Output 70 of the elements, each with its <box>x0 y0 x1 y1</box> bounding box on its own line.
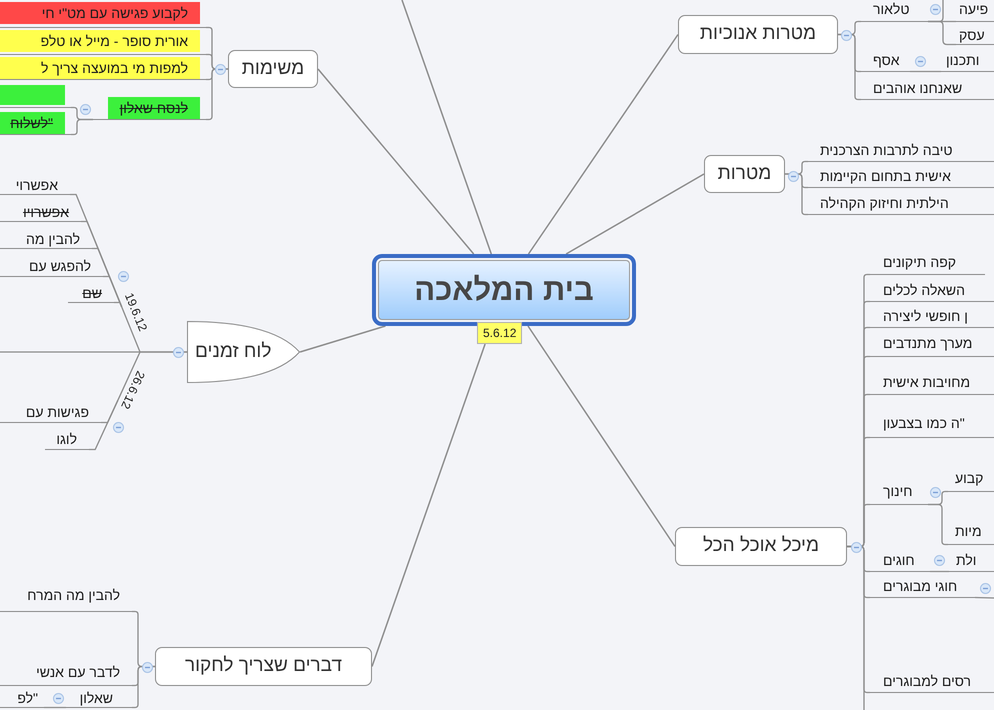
subtopic: חוגים <box>870 551 930 572</box>
subtopic: ותכנון <box>941 51 994 72</box>
subtopic: חינוך <box>870 482 928 505</box>
connector-line <box>930 570 949 572</box>
subtopic: פיעה <box>956 0 994 22</box>
subtopic: שאלון <box>66 689 132 708</box>
subtopic <box>93 97 206 120</box>
branch-line <box>401 0 492 254</box>
connector-line <box>838 34 861 100</box>
connector-line <box>974 596 994 599</box>
subtopic: השאלה לכלים <box>870 281 994 302</box>
subtopic: להבין מה המרח <box>0 586 132 612</box>
highlighted-text: אורית סופר - מייל או טלפ <box>0 30 200 52</box>
subtopic: ן חופשי ליצירה <box>870 307 994 328</box>
subtopic <box>0 85 71 108</box>
central-topic: בית המלאכה <box>372 254 636 326</box>
connector-line <box>0 351 187 353</box>
subtopic: אישית בתחום הקיימות <box>808 167 994 188</box>
subtopic: להבין מה <box>0 230 92 249</box>
subtopic: שם <box>68 284 114 303</box>
subtopic: טיבה לתרבות הצרכנית <box>808 141 994 162</box>
subtopic <box>0 2 206 28</box>
connector-line <box>132 666 155 708</box>
branch-line <box>528 34 679 254</box>
subtopic: מערך מתנדבים <box>870 334 994 357</box>
subtopic: מיות <box>948 522 994 545</box>
subtopic: רסים למבוגרים <box>870 672 994 693</box>
connector-line <box>928 0 944 22</box>
highlighted-text: לקבוע פגישה עם מט"י חי <box>0 2 200 24</box>
subtopic: טלאור <box>861 0 928 22</box>
topic-box: משימות <box>228 50 318 88</box>
topic-box: מיכל אוכל הכל <box>675 527 847 566</box>
connector-line <box>785 173 808 216</box>
highlighted-text: לנסח שאלון <box>108 97 200 119</box>
connector-line <box>114 302 122 307</box>
connector-line <box>928 504 948 546</box>
topic-box: דברים שצריך לחקור <box>155 647 372 686</box>
bullet-shaped-topic: לוח זמנים <box>187 321 300 383</box>
subtopic: הילתית וחיזוק הקהילה <box>808 194 994 215</box>
subtopic: אפשרויו <box>0 203 81 222</box>
subtopic: שאנחנו אוהבים <box>861 79 994 100</box>
highlighted-text: למפות מי במועצה צריך ל <box>0 57 200 79</box>
subtopic: לוגו <box>45 430 89 450</box>
subtopic: אפשרוי <box>0 176 70 195</box>
connector-line <box>44 706 66 708</box>
subtopic: קבוע <box>948 469 994 492</box>
subtopic: עסק <box>956 26 994 45</box>
subtopic: להפגש עם <box>0 257 103 277</box>
subtopic: פגישות עם <box>0 403 101 423</box>
topic-box: מטרות אנוכיות <box>678 15 838 54</box>
branch-line <box>566 173 704 255</box>
branch-line <box>527 326 676 547</box>
date-note: 5.6.12 <box>477 322 522 344</box>
connector-line <box>206 68 228 120</box>
branch-line <box>300 325 386 353</box>
branch-line <box>371 344 486 667</box>
subtopic: לדבר עם אנשי <box>0 663 132 686</box>
subtopic: "ה כמו בצבעון <box>870 414 994 438</box>
connector-line <box>910 70 941 72</box>
branch-line <box>317 68 474 254</box>
highlighted-text: "לשלוח <box>0 112 65 134</box>
subtopic: "לפ <box>0 689 44 708</box>
subtopic: אסף <box>861 51 910 72</box>
subtopic: מחויבות אישית <box>870 373 994 395</box>
subtopic: חוגי מבוגרים <box>870 577 975 598</box>
topic-box: מטרות <box>704 155 785 193</box>
connector-line <box>89 400 118 450</box>
connector-line <box>71 118 93 136</box>
subtopic: ולת <box>949 551 994 572</box>
subtopic: קפה תיקונים <box>870 253 985 275</box>
